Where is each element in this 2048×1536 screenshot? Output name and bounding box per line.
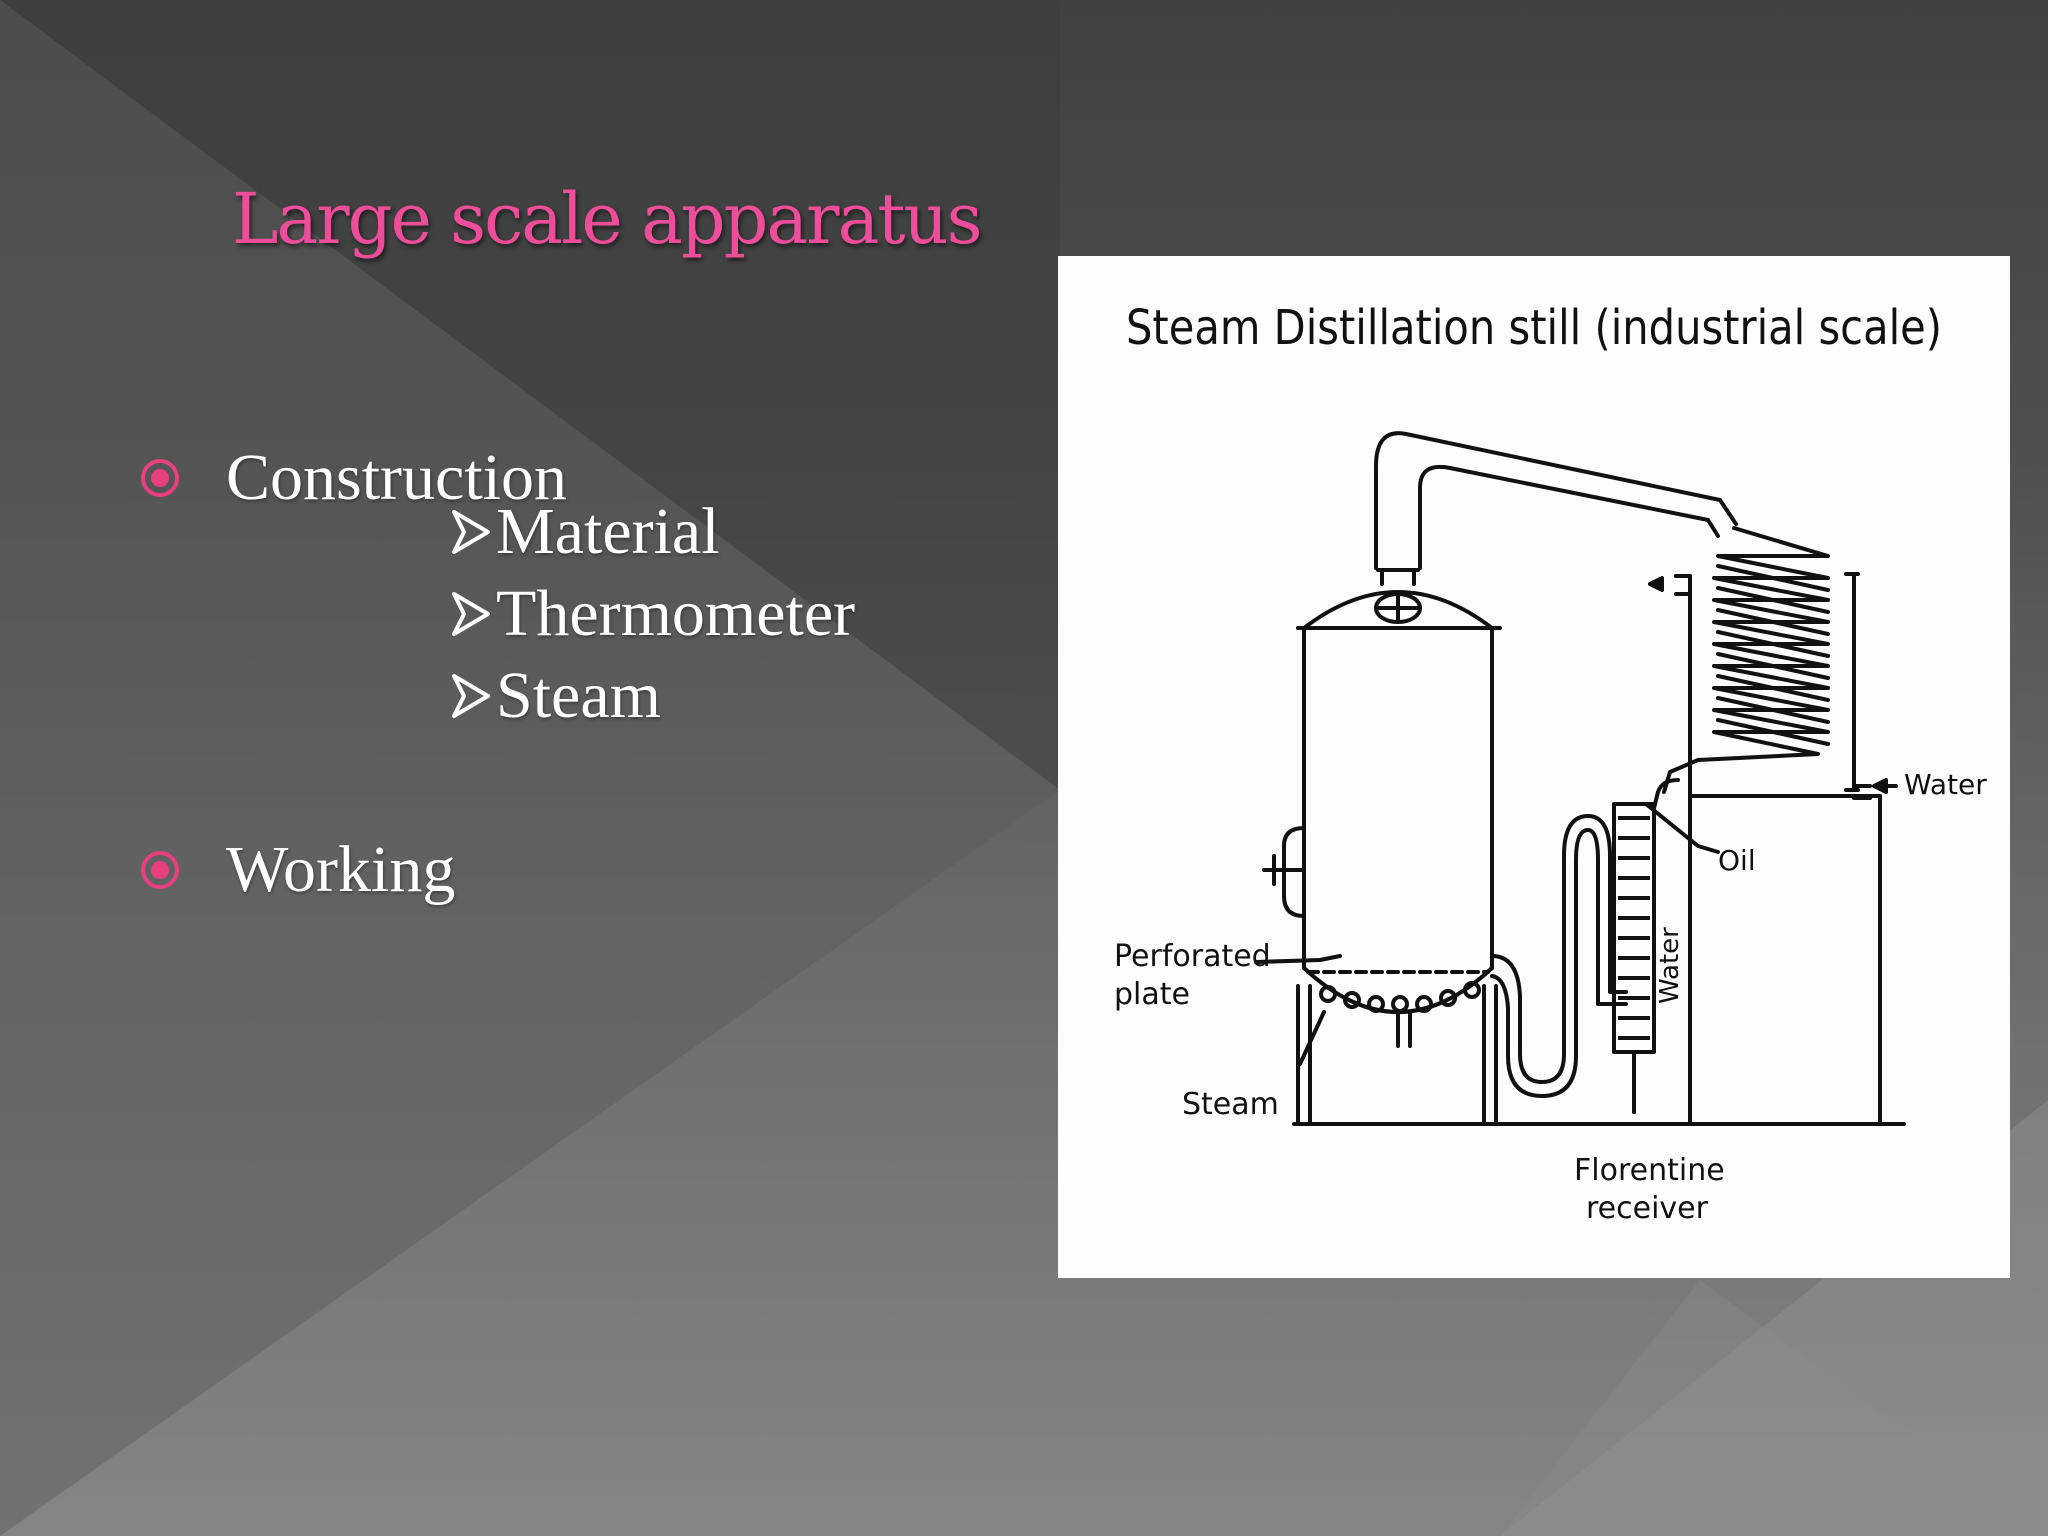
figure-title: Steam Distillation still (industrial sca… (1126, 300, 1942, 356)
bullet-working: Working (140, 832, 455, 908)
arrowhead-icon (452, 592, 490, 636)
receiver-texture (1618, 816, 1650, 1040)
bullet-label: Construction (226, 441, 567, 514)
receiver-label-line2: receiver (1586, 1191, 1709, 1226)
florentine-receiver (1612, 802, 1656, 1054)
arrowhead-icon (452, 510, 490, 554)
condenser-tank (1688, 794, 1882, 1126)
oil-label: Oil (1718, 844, 1756, 877)
bullet-label: Working (226, 833, 456, 906)
receiver-label-line1: Florentine (1574, 1153, 1725, 1188)
sub-item-material: Material (450, 494, 720, 570)
perforated-plate-label-line1: Perforated (1114, 939, 1271, 974)
sub-item-label: Thermometer (496, 577, 856, 650)
still-vessel (1296, 626, 1502, 970)
steam-distillation-figure: Steam Distillation still (industrial sca… (1058, 256, 2010, 1278)
target-circle-icon (140, 850, 180, 890)
condenser-coil (1662, 526, 1830, 794)
bullet-construction: Construction (140, 440, 567, 516)
water-layer-label: Water (1655, 927, 1685, 1004)
target-circle-icon (140, 458, 180, 498)
u-tube (1490, 814, 1628, 1084)
sub-item-label: Steam (496, 659, 661, 732)
perforated-plate-label-line2: plate (1114, 977, 1190, 1012)
steam-label: Steam (1182, 1087, 1279, 1122)
water-in-label: Water (1904, 768, 1987, 801)
arrowhead-icon (452, 674, 490, 718)
distillation-diagram: Steam Distillation still (industrial sca… (1114, 300, 1987, 1226)
sub-item-thermometer: Thermometer (450, 576, 855, 652)
sub-item-steam: Steam (450, 658, 661, 734)
side-valve (1262, 826, 1306, 918)
sub-item-label: Material (496, 495, 720, 568)
slide-title: Large scale apparatus (232, 178, 983, 260)
vapor-pipe (1374, 431, 1738, 570)
